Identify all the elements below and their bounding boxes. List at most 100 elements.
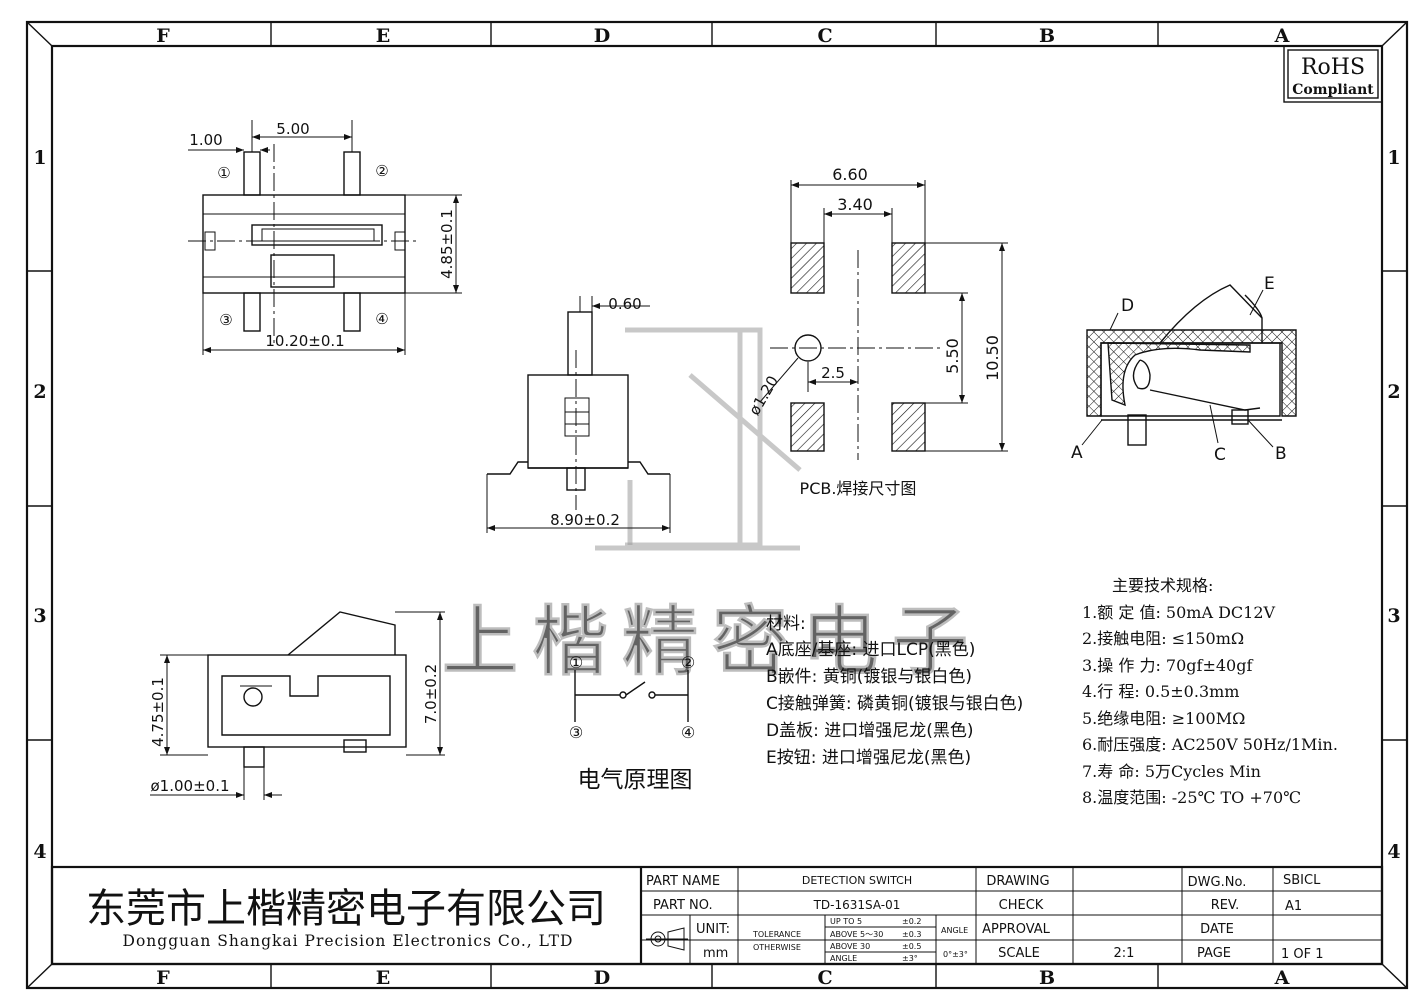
row-labels-right: 1 2 3 4 [1387,147,1400,863]
dim-hole: ø1.20 [745,373,782,419]
row-labels-left: 1 2 3 4 [33,147,46,863]
material-item: B嵌件: 黄铜(镀银与银白色) [766,667,972,687]
spec-item: 4.行 程: 0.5±0.3mm [1082,682,1239,701]
company-name-en: Dongguan Shangkai Precision Electronics … [123,932,574,950]
dim-offset: 2.5 [821,364,845,382]
dim-length: 10.20±0.1 [265,332,344,350]
tol-value: ±0.3 [902,930,921,939]
section-label: A [1071,443,1083,463]
rev-label: REV. [1211,898,1240,913]
column-label: A [1274,25,1290,47]
pcb-caption: PCB.焊接尺寸图 [800,479,917,498]
material-item: C接触弹簧: 磷黄铜(镀银与银白色) [766,694,1023,714]
row-label: 4 [1387,841,1400,863]
date-label: DATE [1200,922,1234,937]
dim-body: 4.75±0.1 [149,677,167,747]
dim-outer: 6.60 [832,165,868,184]
row-label: 2 [1387,381,1400,403]
part-name-value: DETECTION SWITCH [802,874,912,887]
rohs-title: RoHS [1301,55,1365,80]
tol-value: ±0.2 [902,917,921,926]
row-label: 2 [33,381,46,403]
row-label: 1 [1387,147,1400,169]
top-view: 5.00 1.00 4.85±0.1 10.20±0.1 ① ② ③ ④ [188,120,462,355]
column-label: A [1274,967,1290,989]
part-no-value: TD-1631SA-01 [813,898,901,912]
rohs-badge: RoHS Compliant [1283,45,1383,103]
scale-label: SCALE [998,946,1040,961]
materials-title: 材料: [766,614,806,634]
material-item: E按钮: 进口增强尼龙(黑色) [766,748,971,768]
pin-label: ② [375,162,388,180]
unit-value: mm [703,946,728,961]
watermark: 上楷精密电子 [441,327,969,687]
dim-pitch: 5.00 [276,120,309,138]
electrical-schematic: ① ② ③ ④ 电气原理图 [569,653,695,793]
front-view: ø1.00±0.1 4.75±0.1 7.0±0.2 [149,611,445,800]
part-no-label: PART NO. [653,898,713,913]
section-label: C [1214,445,1226,465]
column-label: B [1039,967,1055,989]
dim-total: 10.50 [983,335,1002,381]
column-label: C [817,967,832,989]
column-label: B [1039,25,1055,47]
spec-item: 7.寿 命: 5万Cycles Min [1082,762,1261,781]
part-name-label: PART NAME [646,874,720,889]
pcb-hole [794,334,822,362]
section-label: B [1275,444,1287,464]
sheet-frame [25,20,1409,990]
dwg-no-label: DWG.No. [1188,875,1247,890]
specs-list: 主要技术规格: 1.额 定 值: 50mA DC12V 2.接触电阻: ≤150… [1082,576,1338,807]
dim-total: 7.0±0.2 [422,664,440,724]
unit-label: UNIT: [696,922,730,937]
row-label: 3 [33,605,46,627]
angle-label: ANGLE [941,926,968,935]
spec-item: 6.耐压强度: AC250V 50Hz/1Min. [1082,735,1338,754]
spec-item: 1.额 定 值: 50mA DC12V [1082,603,1276,622]
row-label: 1 [33,147,46,169]
row-label: 3 [1387,605,1400,627]
dim-length: 8.90±0.2 [550,511,620,529]
column-label: C [817,25,832,47]
tol-range: ANGLE [830,954,857,963]
dim-pin: 0.60 [608,295,641,313]
drawing-label: DRAWING [986,874,1049,889]
title-block: 东莞市上楷精密电子有限公司 Dongguan Shangkai Precisio… [50,865,1384,966]
spec-item: 2.接触电阻: ≤150mΩ [1082,629,1244,648]
dim-inner: 3.40 [837,195,873,214]
rohs-subtitle: Compliant [1292,82,1374,98]
side-view: 0.60 8.90±0.2 [486,295,671,533]
column-label: D [594,25,610,47]
column-label: D [594,967,610,989]
pin-label: ① [217,164,230,182]
column-label: F [156,25,170,47]
pcb-footprint: 6.60 3.40 10.50 5.50 2.5 ø1.20 PCB.焊接尺寸图 [745,165,1008,498]
angle-value: 0°±3° [943,950,968,959]
dwg-no-value: SBICL [1283,873,1321,888]
material-item: A底座/基座: 进口LCP(黑色) [766,640,975,660]
materials-list: 材料: A底座/基座: 进口LCP(黑色) B嵌件: 黄铜(镀银与银白色) C接… [766,614,1023,768]
pin-label: ③ [219,311,232,329]
check-label: CHECK [999,898,1044,913]
tol-range: UP TO 5 [830,917,862,926]
schematic-caption: 电气原理图 [578,767,693,793]
tol-range: ABOVE 30 [830,942,870,951]
dim-pad-span: 5.50 [943,338,962,374]
tolerance-table: UP TO 5 ±0.2 ABOVE 5～30 ±0.3 ABOVE 30 ±0… [830,917,921,963]
rev-value: A1 [1285,899,1302,914]
dim-post: ø1.00±0.1 [151,777,230,795]
column-label: E [376,25,390,47]
tolerance-label: TOLERANCE [752,930,801,939]
schematic-pin-label: ④ [681,723,695,742]
column-labels-bottom: F E D C B A [156,967,1289,989]
pcb-pad [891,242,926,294]
tol-range: ABOVE 5～30 [830,930,883,939]
section-label: E [1264,274,1275,294]
section-label: D [1121,296,1134,316]
approval-label: APPROVAL [982,922,1051,937]
column-label: E [376,967,390,989]
tol-value: ±3° [902,954,918,963]
projection-symbol-icon [646,927,688,951]
page-value: 1 OF 1 [1281,947,1324,962]
